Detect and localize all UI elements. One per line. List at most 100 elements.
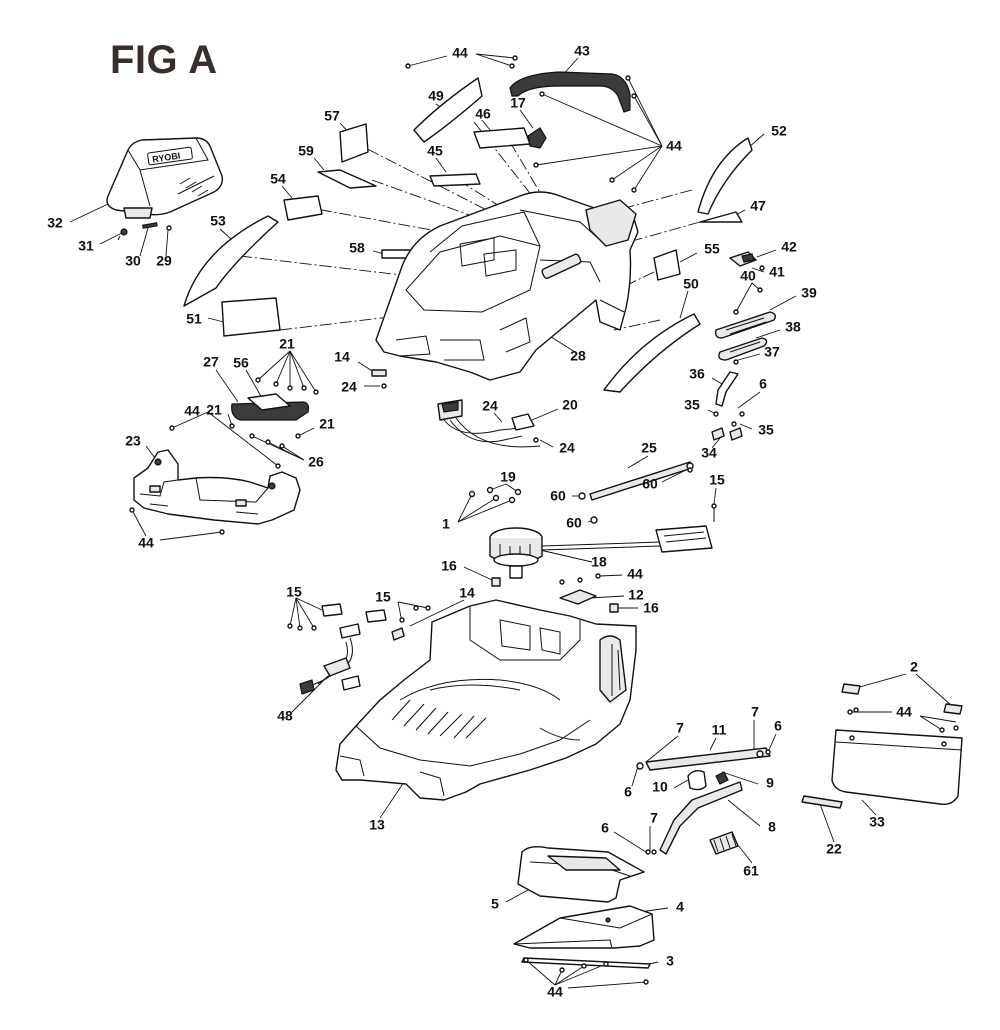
decal-46 bbox=[473, 127, 531, 149]
callout-57: 57 bbox=[324, 108, 340, 124]
callout-44: 44 bbox=[184, 403, 200, 419]
decal-51 bbox=[221, 297, 281, 337]
callout-54: 54 bbox=[270, 171, 286, 187]
top-screws-part-44 bbox=[129, 55, 637, 535]
callout-14: 14 bbox=[459, 585, 475, 601]
rod-part-25 bbox=[578, 461, 694, 524]
callout-60: 60 bbox=[550, 488, 566, 504]
callout-41: 41 bbox=[769, 264, 785, 280]
callout-21: 21 bbox=[206, 402, 222, 418]
callout-26: 26 bbox=[308, 454, 324, 470]
callout-6: 6 bbox=[774, 718, 782, 734]
callout-25: 25 bbox=[641, 440, 657, 456]
callout-60: 60 bbox=[566, 515, 582, 531]
callout-32: 32 bbox=[47, 215, 63, 231]
callout-4: 4 bbox=[676, 899, 684, 915]
callout-33: 33 bbox=[869, 814, 885, 830]
hardware-34-35 bbox=[711, 411, 745, 522]
callout-44: 44 bbox=[627, 566, 643, 582]
carry-handle-part-43 bbox=[509, 71, 631, 113]
callout-56: 56 bbox=[233, 355, 249, 371]
rear-flap-part-33 bbox=[831, 683, 963, 806]
callout-45: 45 bbox=[427, 143, 443, 159]
callout-21: 21 bbox=[319, 416, 335, 432]
mower-deck-part-13 bbox=[335, 599, 637, 801]
callout-35: 35 bbox=[758, 422, 774, 438]
decal-45 bbox=[429, 173, 481, 187]
callout-6: 6 bbox=[601, 820, 609, 836]
callout-1: 1 bbox=[442, 516, 450, 532]
safety-key-part-17 bbox=[527, 127, 547, 149]
nuts-part-16 bbox=[491, 573, 619, 613]
motor-part-18 bbox=[489, 525, 713, 579]
switch-part-20 bbox=[437, 399, 541, 448]
callout-7: 7 bbox=[751, 704, 759, 720]
callout-10: 10 bbox=[652, 779, 668, 795]
callout-3: 3 bbox=[666, 953, 674, 969]
callout-44: 44 bbox=[452, 45, 468, 61]
callout-59: 59 bbox=[298, 143, 314, 159]
decal-49 bbox=[413, 77, 483, 143]
callout-12: 12 bbox=[628, 587, 644, 603]
callout-55: 55 bbox=[704, 241, 720, 257]
callout-16: 16 bbox=[441, 558, 457, 574]
decal-labels bbox=[183, 77, 753, 393]
callout-23: 23 bbox=[125, 433, 141, 449]
decal-47 bbox=[699, 211, 743, 223]
battery-cover-part-32: RYOBI bbox=[106, 137, 224, 219]
decal-52 bbox=[697, 137, 753, 215]
callout-61: 61 bbox=[743, 863, 759, 879]
circuit-board-part-15 bbox=[287, 603, 431, 641]
decal-54 bbox=[283, 195, 323, 221]
callout-35: 35 bbox=[684, 397, 700, 413]
callout-2: 2 bbox=[910, 659, 918, 675]
callout-58: 58 bbox=[349, 240, 365, 256]
callout-49: 49 bbox=[428, 88, 444, 104]
leader-lines bbox=[69, 53, 957, 989]
callout-53: 53 bbox=[210, 213, 226, 229]
callout-24: 24 bbox=[559, 440, 575, 456]
decal-53 bbox=[183, 215, 279, 307]
callout-60: 60 bbox=[642, 476, 658, 492]
callout-11: 11 bbox=[712, 722, 727, 738]
motor-housing-part-28 bbox=[375, 191, 639, 381]
callout-6: 6 bbox=[759, 376, 767, 392]
callout-6: 6 bbox=[624, 784, 632, 800]
callout-19: 19 bbox=[500, 469, 516, 485]
callout-21: 21 bbox=[279, 336, 295, 352]
callout-46: 46 bbox=[475, 106, 491, 122]
callout-50: 50 bbox=[683, 276, 699, 292]
decal-50 bbox=[603, 313, 701, 393]
callout-31: 31 bbox=[78, 238, 94, 254]
callout-16: 16 bbox=[643, 600, 659, 616]
callout-39: 39 bbox=[801, 285, 817, 301]
callout-15: 15 bbox=[709, 472, 725, 488]
callout-52: 52 bbox=[771, 123, 787, 139]
callout-44: 44 bbox=[666, 138, 682, 154]
callout-44: 44 bbox=[138, 535, 154, 551]
callout-15: 15 bbox=[286, 584, 302, 600]
callout-24: 24 bbox=[341, 379, 357, 395]
callout-44: 44 bbox=[547, 984, 563, 1000]
callout-15: 15 bbox=[375, 589, 391, 605]
figure-title: FIG A bbox=[110, 38, 218, 82]
callout-30: 30 bbox=[125, 253, 141, 269]
wire-harness-part-48 bbox=[299, 637, 361, 695]
svg-text:RYOBI: RYOBI bbox=[152, 151, 181, 165]
latch-parts-29-31 bbox=[117, 222, 172, 241]
decal-57 bbox=[339, 123, 369, 163]
callout-40: 40 bbox=[740, 268, 756, 284]
callout-13: 13 bbox=[369, 817, 385, 833]
callout-27: 27 bbox=[203, 354, 219, 370]
callout-7: 7 bbox=[650, 810, 658, 826]
callout-8: 8 bbox=[768, 819, 776, 835]
callout-9: 9 bbox=[766, 775, 774, 791]
callout-44: 44 bbox=[896, 704, 912, 720]
callout-29: 29 bbox=[156, 253, 172, 269]
callout-20: 20 bbox=[562, 397, 578, 413]
callout-24: 24 bbox=[482, 398, 498, 414]
lower-handle-part-23 bbox=[133, 449, 301, 525]
callout-14: 14 bbox=[334, 349, 350, 365]
